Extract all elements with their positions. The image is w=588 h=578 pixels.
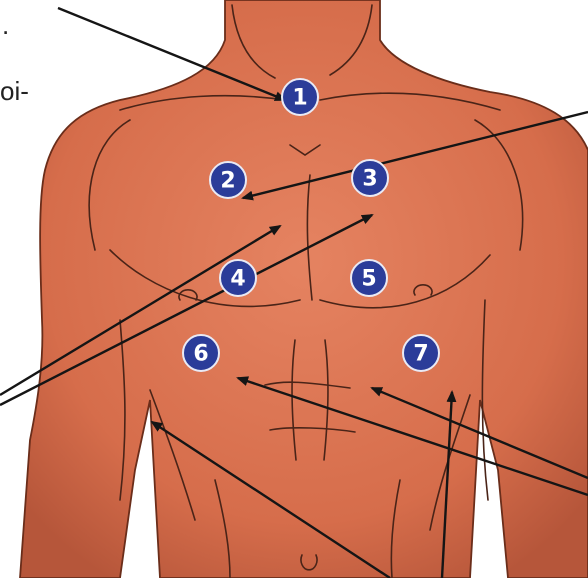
marker-6: 6 [183, 335, 219, 371]
marker-4-label: 4 [230, 267, 245, 292]
marker-7-label: 7 [413, 342, 428, 367]
marker-1-label: 1 [292, 86, 307, 111]
marker-4: 4 [220, 260, 256, 296]
marker-5: 5 [351, 260, 387, 296]
marker-7: 7 [403, 335, 439, 371]
marker-1: 1 [282, 79, 318, 115]
marker-3-label: 3 [362, 167, 377, 192]
marker-2: 2 [210, 162, 246, 198]
marker-3: 3 [352, 160, 388, 196]
marker-5-label: 5 [361, 267, 376, 292]
marker-6-label: 6 [193, 342, 208, 367]
marker-2-label: 2 [220, 169, 235, 194]
